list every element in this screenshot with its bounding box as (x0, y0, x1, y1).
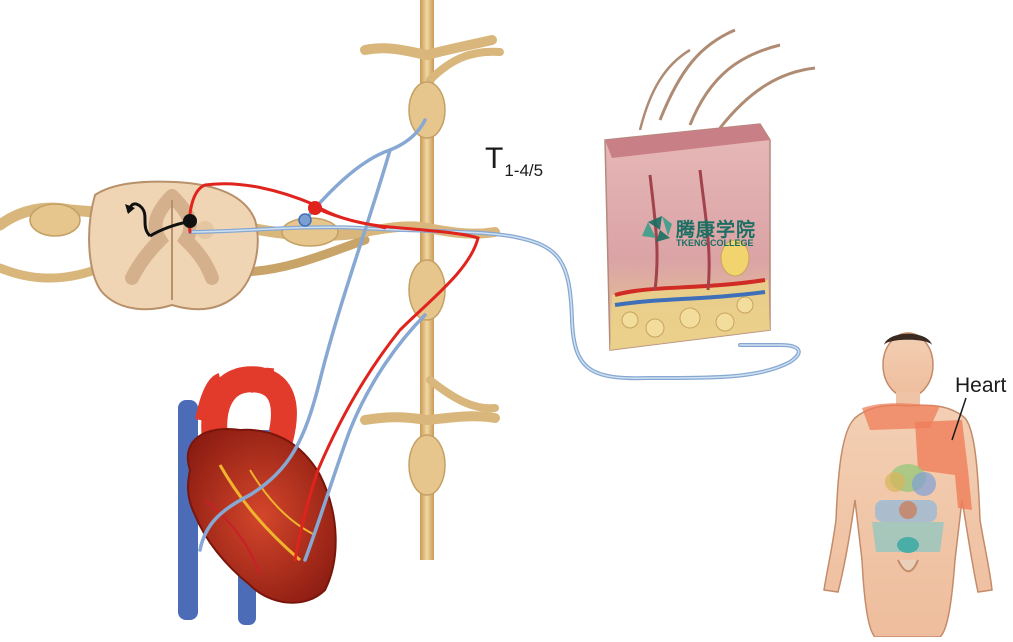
human-figure (823, 332, 993, 638)
watermark-english-text: TKENG COLLEGE (676, 238, 754, 248)
spinal-level-label: T1-4/5 (485, 142, 543, 181)
neuron-markers (125, 201, 322, 238)
spinal-level-range: 1-4/5 (504, 161, 544, 180)
spinal-level-letter: T (485, 142, 504, 175)
watermark-chinese-text: 腾康学院 (676, 219, 757, 241)
spinal-cord-section (0, 180, 371, 311)
skin-block (604, 28, 816, 351)
referred-organ-label: Heart (955, 374, 1007, 397)
watermark-logo (642, 216, 672, 242)
heart-illustration (178, 366, 337, 625)
somatic-afferent-fibers (188, 118, 801, 562)
sympathetic-trunk (360, 0, 504, 560)
